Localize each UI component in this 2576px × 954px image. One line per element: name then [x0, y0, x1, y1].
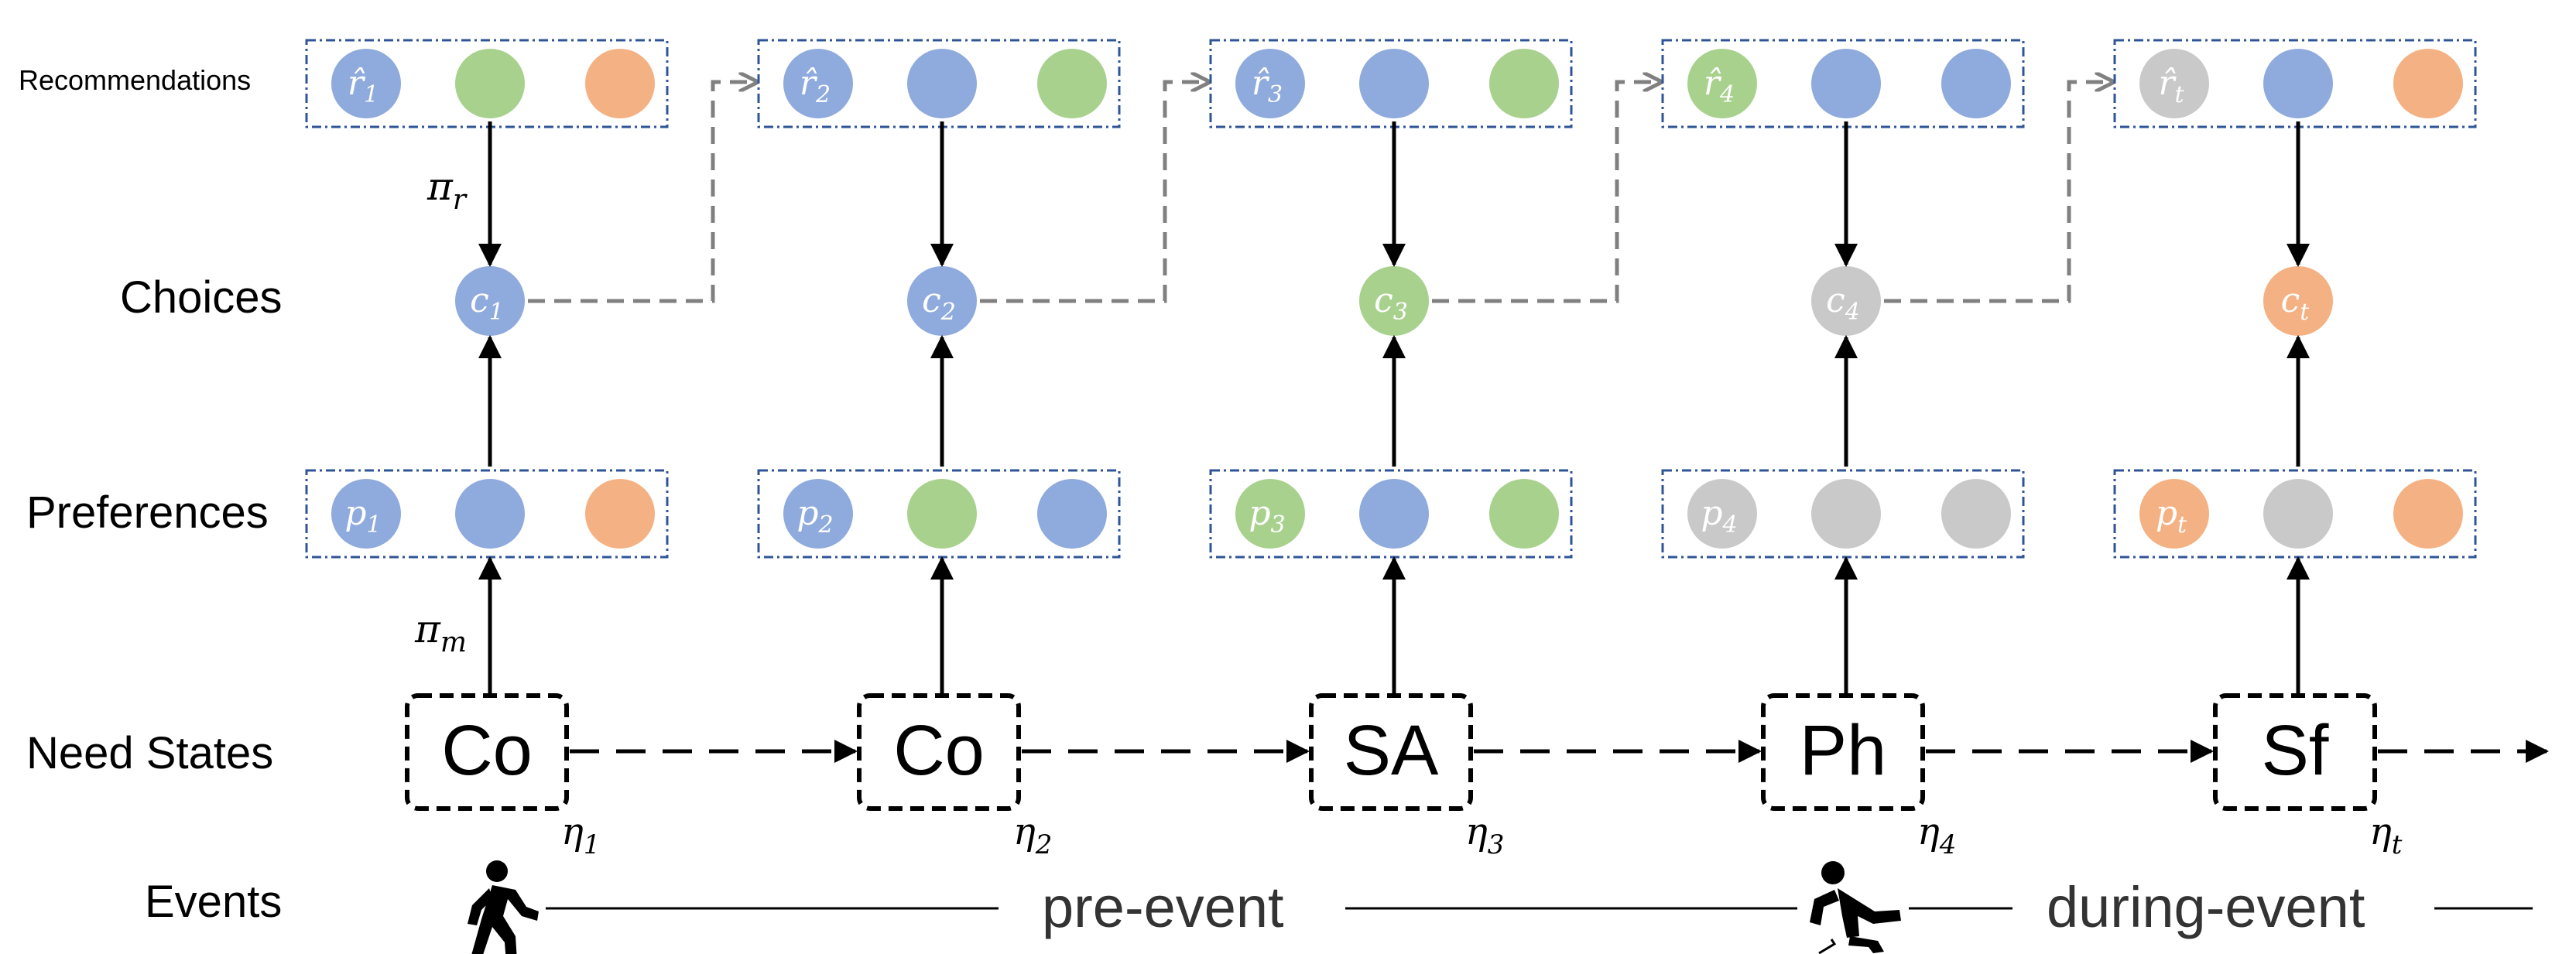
need-state-box [2213, 693, 2377, 811]
row-label-recommendations: Recommendations [19, 64, 251, 96]
preference-dot [1941, 479, 2011, 549]
choice-feedback-arrow [528, 82, 756, 303]
choice-label: c3 [1374, 281, 1408, 326]
choice-label: c4 [1826, 281, 1860, 326]
recommendation-dot-main [1235, 49, 1305, 118]
recommendation-dot-main [2139, 49, 2209, 118]
recommendation-dot [455, 49, 525, 118]
preference-dot-main [331, 479, 401, 549]
preference-dot [455, 479, 525, 549]
row-label-choices: Choices [120, 272, 283, 323]
recommendation-dot [1811, 49, 1881, 118]
eta-label: ηt [2369, 810, 2403, 860]
choice-feedback-arrow [1432, 82, 1660, 303]
preference-dot [1037, 479, 1107, 549]
falling-person-icon [1810, 861, 1901, 954]
preference-dot-main [1235, 479, 1305, 549]
recommendation-label: r̂2 [800, 63, 831, 108]
pi-r-label: πr [426, 164, 468, 216]
need-state-label: SA [1344, 711, 1439, 790]
choice-label: c1 [470, 281, 504, 326]
recommendation-dot [1359, 49, 1429, 118]
eta-label: η2 [1013, 810, 1052, 860]
recommendation-dot-main [331, 49, 401, 118]
need-state-box [857, 693, 1021, 811]
choice-label: c2 [922, 281, 956, 326]
recommendation-box [305, 39, 669, 128]
preference-dot-main [783, 479, 853, 549]
recommendation-dot [2263, 49, 2333, 118]
choice-feedback-arrow [1884, 82, 2112, 303]
need-state-box [405, 693, 569, 811]
eta-label: η1 [561, 810, 600, 860]
recommendation-dot [2393, 49, 2463, 118]
choice-node [455, 266, 525, 336]
preference-dot [1811, 479, 1881, 549]
choice-node [907, 266, 977, 336]
during-event-label: during-event [2047, 875, 2365, 939]
choice-node [2263, 266, 2333, 336]
need-state-label: Co [893, 711, 985, 790]
preference-label: p1 [344, 494, 381, 539]
recommendation-label: r̂3 [1252, 63, 1283, 108]
preference-dot [1489, 479, 1559, 549]
choice-node [1811, 266, 1881, 336]
recommendation-label: r̂1 [348, 63, 379, 108]
recommendation-label: r̂4 [1704, 63, 1735, 108]
preference-dot [585, 479, 655, 549]
preference-dot [1359, 479, 1429, 549]
need-state-box [1761, 693, 1925, 811]
row-label-events: Events [145, 877, 282, 927]
recommendation-dot [585, 49, 655, 118]
eta-label: η3 [1465, 810, 1504, 860]
pre-event-label: pre-event [1042, 875, 1284, 939]
recommendation-dot [1037, 49, 1107, 118]
preference-label: p4 [1701, 494, 1737, 539]
preference-dot [907, 479, 977, 549]
recommendation-dot [907, 49, 977, 118]
recommendation-box [2113, 39, 2477, 128]
recommendation-box [1209, 39, 1573, 128]
preference-label: pt [2156, 494, 2187, 539]
recommendation-label: r̂t [2158, 63, 2184, 108]
need-state-label: Ph [1800, 711, 1887, 790]
choice-label: ct [2281, 281, 2311, 326]
preference-dot [2393, 479, 2463, 549]
preference-label: p3 [1249, 494, 1285, 539]
recommendation-box [757, 39, 1121, 128]
row-label-need-states: Need States [26, 728, 273, 778]
preference-dot-main [1687, 479, 1757, 549]
need-state-label: Sf [2262, 711, 2329, 790]
recommendation-dot [1489, 49, 1559, 118]
preference-dot-main [2139, 479, 2209, 549]
need-state-box [1309, 693, 1473, 811]
choice-node [1359, 266, 1429, 336]
preference-label: p2 [796, 494, 833, 539]
pi-m-label: πm [414, 607, 467, 658]
recommendation-box [1661, 39, 2025, 128]
recommendation-dot-main [783, 49, 853, 118]
recommendation-dot [1941, 49, 2011, 118]
eta-label: η4 [1917, 810, 1956, 860]
row-label-preferences: Preferences [26, 487, 269, 538]
walking-person-icon [468, 860, 539, 954]
preference-dot [2263, 479, 2333, 549]
need-state-label: Co [441, 711, 533, 790]
choice-feedback-arrow [980, 82, 1208, 303]
recommendation-dot-main [1687, 49, 1757, 118]
